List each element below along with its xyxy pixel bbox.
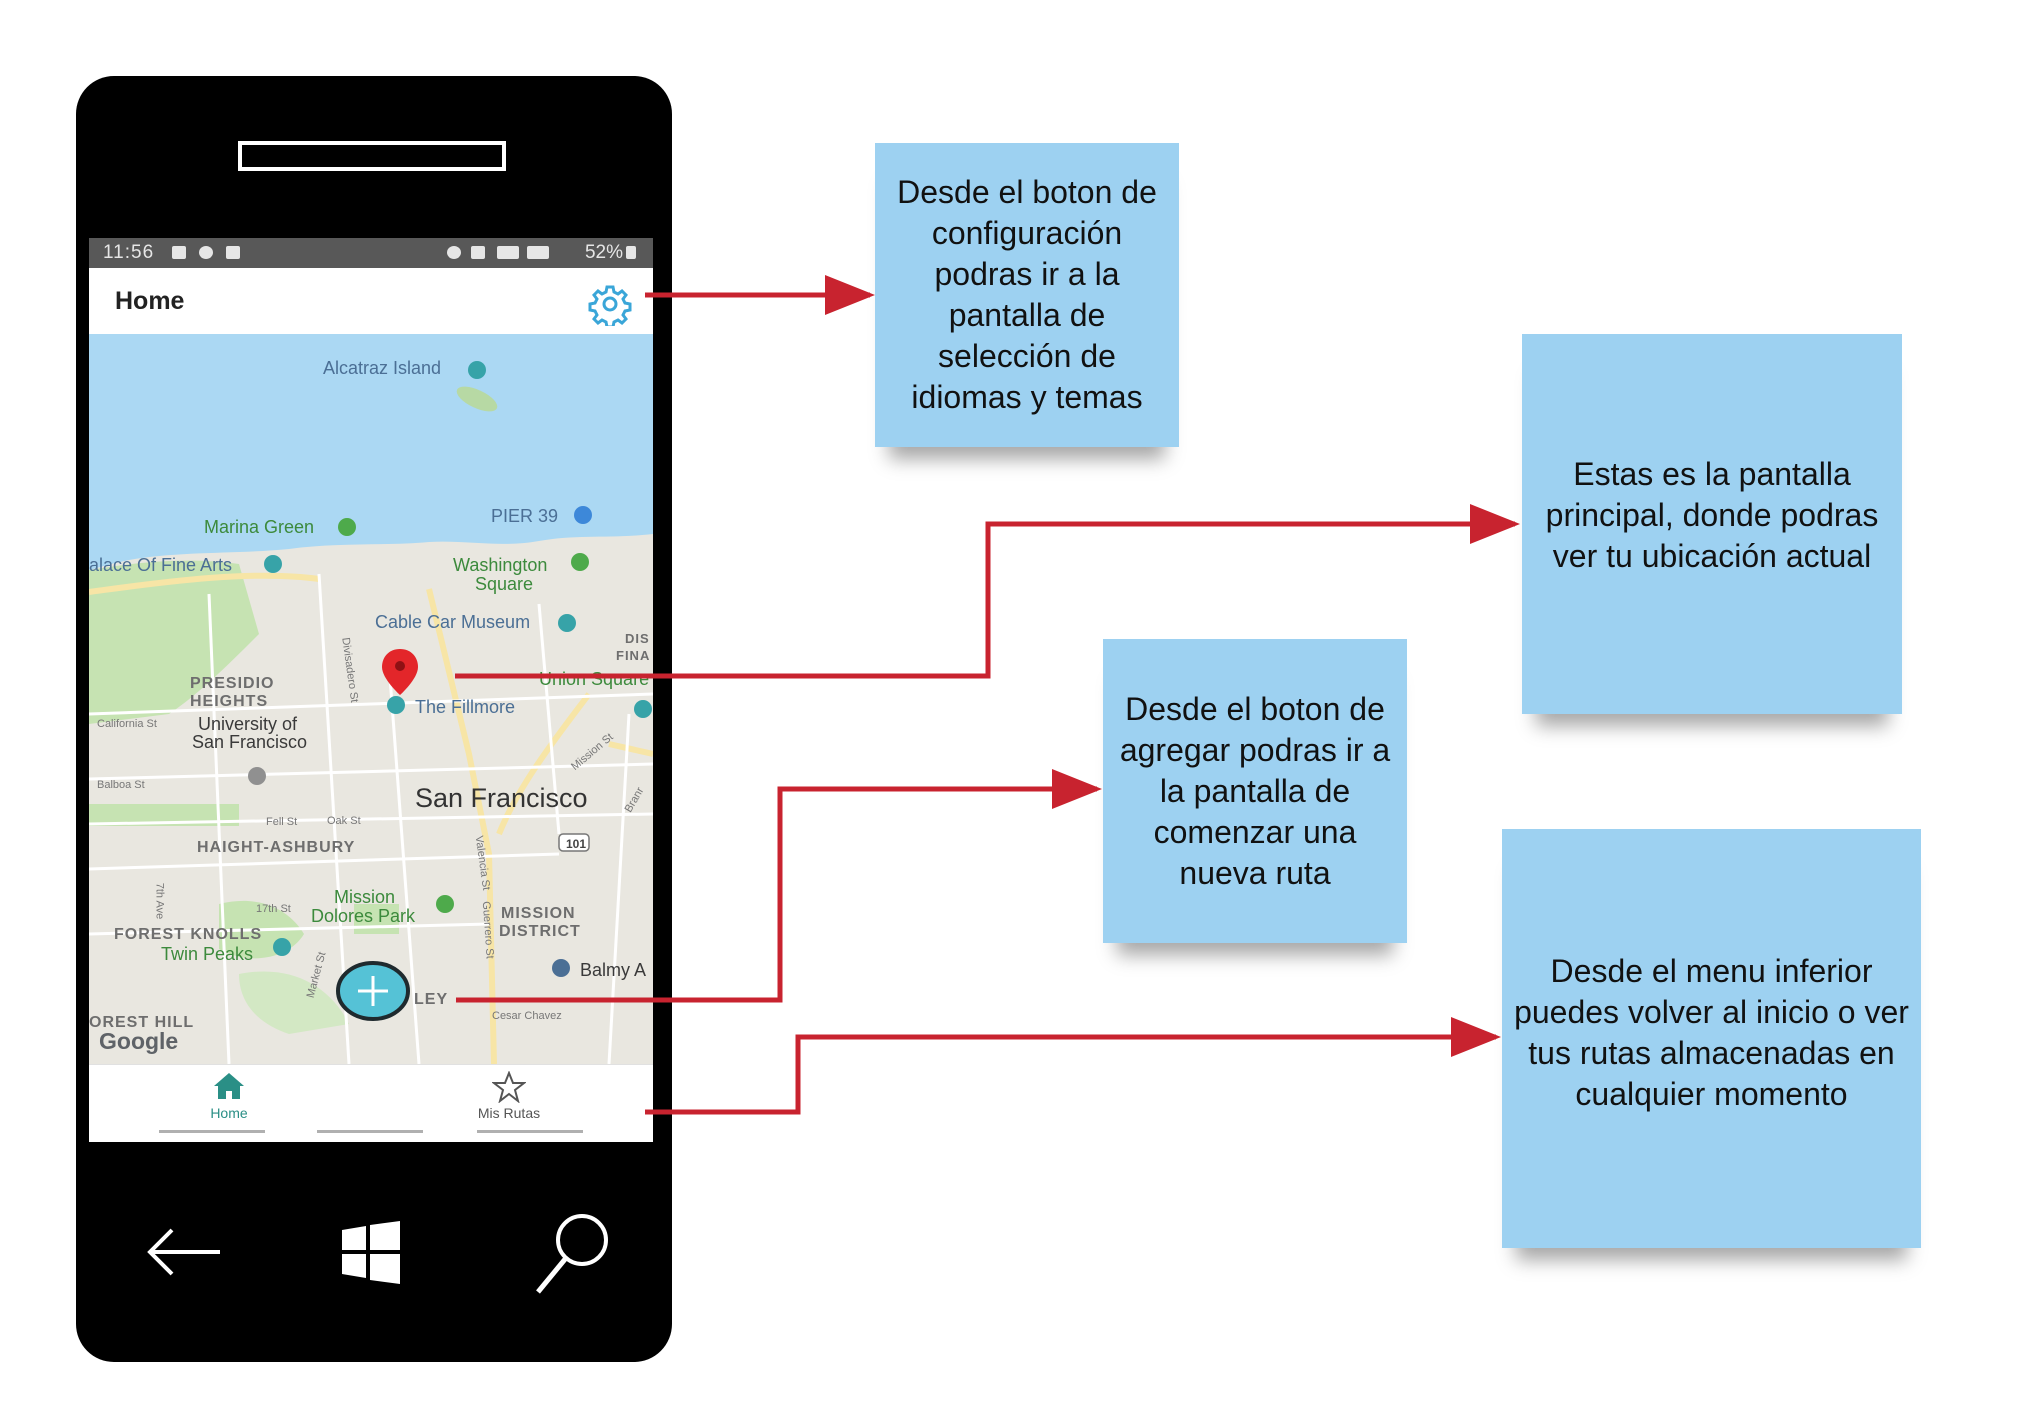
arrow-main-screen — [455, 504, 1520, 679]
map-label: Washington — [453, 555, 548, 575]
map-label: Balmy A — [580, 960, 647, 980]
note-add-button: Desde el boton de agregar podras ir a la… — [1103, 639, 1407, 943]
plus-icon — [336, 961, 410, 1021]
map-label: MISSION — [501, 905, 576, 922]
nav-label-home: Home — [210, 1105, 248, 1121]
home-icon — [214, 1073, 244, 1099]
add-route-button[interactable] — [335, 960, 411, 1022]
map-view[interactable]: Alcatraz Island PIER 39 Marina Green ala… — [89, 334, 653, 1064]
scroll-indicator — [317, 1130, 423, 1133]
windows-icon[interactable] — [340, 1220, 402, 1286]
map-label: PRESIDIO — [190, 675, 275, 692]
note-main-screen: Estas es la pantalla principal, donde po… — [1522, 334, 1902, 714]
back-icon[interactable] — [144, 1222, 224, 1282]
map-label: LEY — [414, 991, 449, 1008]
map-label: OREST HILL — [89, 1014, 195, 1031]
map-label: Alcatraz Island — [323, 358, 442, 378]
map-label: Cesar Chavez — [492, 1010, 562, 1022]
status-bar: 11:56 52% — [89, 238, 653, 268]
map-label: Fell St — [266, 816, 298, 828]
map-label: Twin Peaks — [161, 944, 254, 964]
map-label: HEIGHTS — [190, 693, 269, 710]
scroll-indicator — [477, 1130, 583, 1133]
map-label: DISTRICT — [499, 923, 581, 940]
map-label: Cable Car Museum — [375, 612, 531, 632]
map-label: FINA — [616, 648, 651, 663]
nav-item-mis-rutas[interactable]: Mis Rutas — [439, 1069, 579, 1121]
phone-screen: 11:56 52% Home — [89, 238, 653, 1142]
map-label: San Francisco — [192, 732, 308, 752]
map-label: Mission — [334, 887, 396, 907]
map-label: Balboa St — [97, 779, 145, 791]
location-pin-icon — [382, 649, 418, 695]
map-label: Marina Green — [204, 517, 315, 537]
map-label: Dolores Park — [311, 906, 416, 926]
status-time: 11:56 — [103, 242, 155, 263]
battery-icon — [626, 246, 636, 259]
map-label: HAIGHT-ASHBURY — [197, 839, 356, 856]
google-logo: Google — [99, 1028, 179, 1054]
map-label: DIS — [625, 631, 650, 646]
note-bottom-menu: Desde el menu inferior puedes volver al … — [1502, 829, 1921, 1248]
map-label: The Fillmore — [415, 697, 516, 717]
alarm-icon — [447, 246, 461, 259]
note-settings: Desde el boton de configuración podras i… — [875, 143, 1179, 447]
nav-arrow-icon — [199, 246, 213, 259]
map-label: San Francisco — [415, 783, 588, 813]
bottom-nav: Home Mis Rutas — [89, 1064, 653, 1142]
signal-icon — [527, 246, 549, 259]
phone-speaker — [238, 141, 506, 171]
nav-item-home[interactable]: Home — [159, 1069, 299, 1121]
battery-percent: 52% — [584, 242, 623, 263]
map-background — [89, 334, 653, 1064]
map-label: Oak St — [327, 815, 361, 827]
arrow-bottom-menu — [645, 1017, 1501, 1115]
folder-icon — [226, 246, 240, 259]
map-label: Square — [475, 574, 534, 594]
wifi-icon — [497, 246, 519, 259]
map-label: 17th St — [256, 903, 291, 915]
arrow-add-button — [456, 769, 1102, 1003]
map-label: FOREST KNOLLS — [114, 926, 263, 943]
star-icon — [492, 1071, 526, 1103]
map-label: University of — [198, 714, 298, 734]
search-icon[interactable] — [532, 1210, 612, 1296]
gallery-icon — [172, 246, 186, 259]
mute-icon — [471, 246, 485, 259]
map-label: 101 — [566, 837, 587, 851]
map-label: alace Of Fine Arts — [89, 555, 233, 575]
app-title: Home — [115, 287, 185, 315]
map-label: PIER 39 — [491, 506, 559, 526]
map-label: California St — [97, 718, 157, 730]
nav-label-mis-rutas: Mis Rutas — [477, 1105, 541, 1121]
scroll-indicator — [159, 1130, 265, 1133]
